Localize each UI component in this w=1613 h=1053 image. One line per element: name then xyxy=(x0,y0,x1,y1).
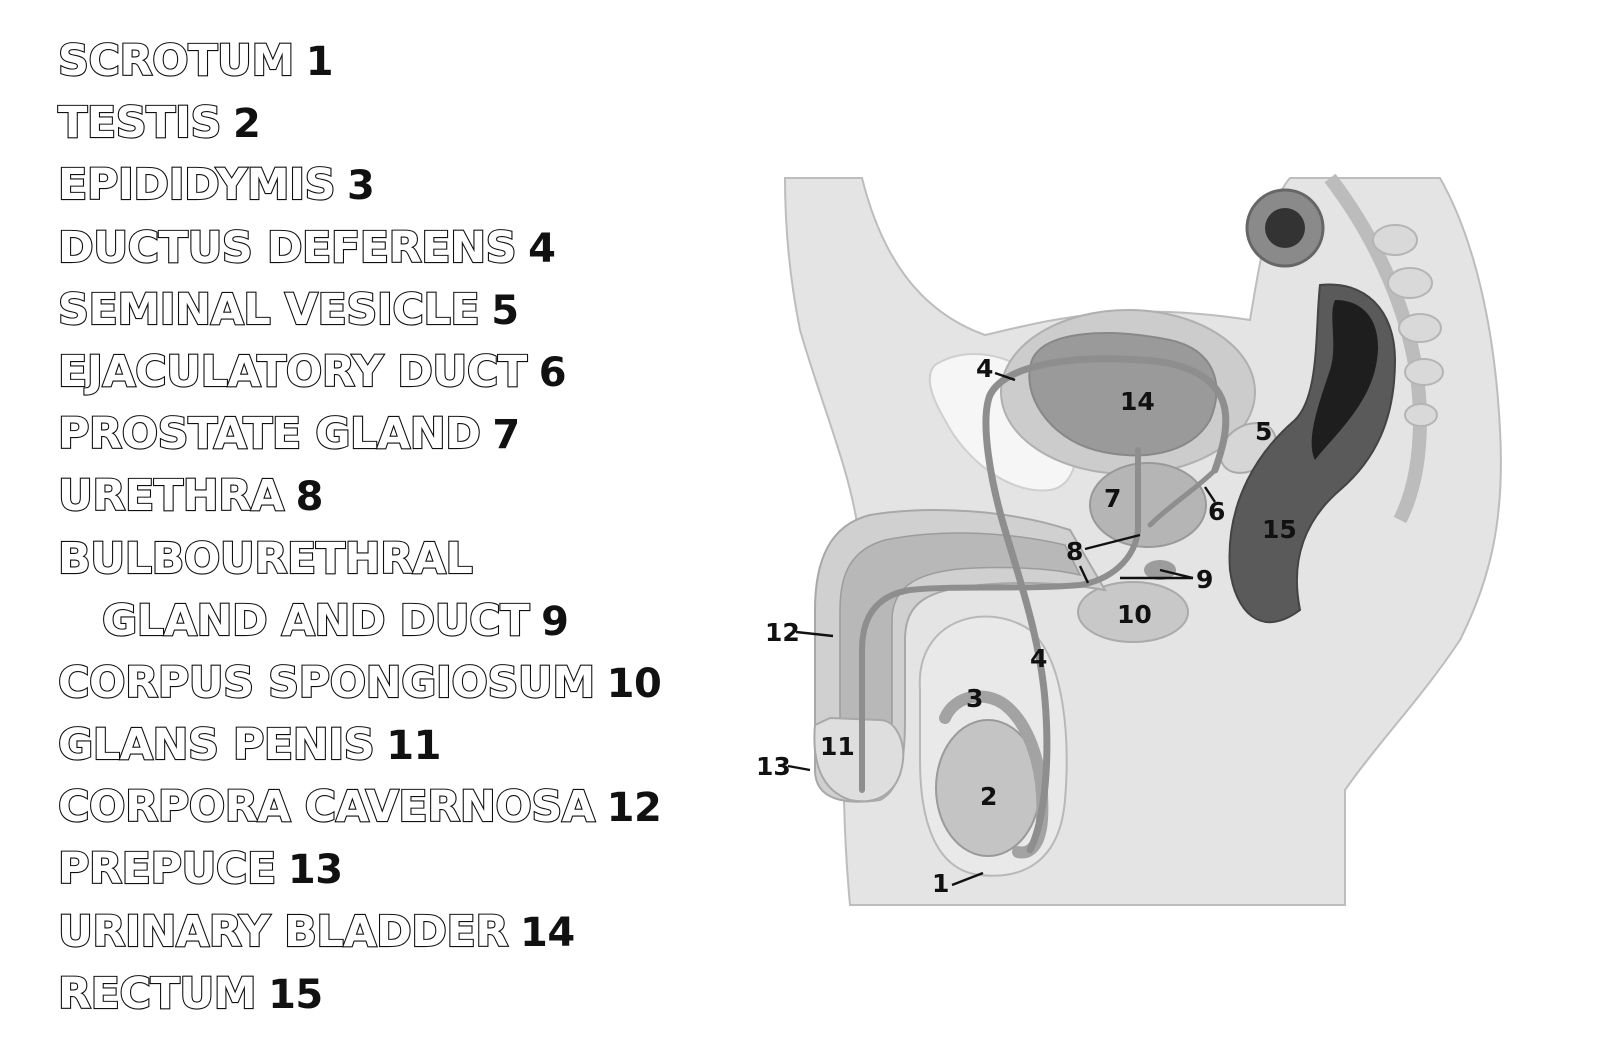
glans-penis xyxy=(813,716,905,803)
legend-term: GLANS PENIS xyxy=(57,719,376,771)
legend-item-bulbourethral: BULBOURETHRAL xyxy=(57,528,718,590)
legend-term: URETHRA xyxy=(57,470,285,522)
colon-lumen xyxy=(1265,208,1305,248)
label-4-upper: 4 xyxy=(976,354,993,383)
legend-term: URINARY BLADDER xyxy=(57,906,510,958)
legend-number: 5 xyxy=(491,287,519,334)
legend-number: 9 xyxy=(541,598,569,645)
leader-line xyxy=(1084,533,1141,551)
label-11: 11 xyxy=(820,732,855,761)
label-2: 2 xyxy=(980,782,997,811)
label-3: 3 xyxy=(966,684,983,713)
leader-line xyxy=(994,371,1016,382)
legend-term: EJACULATORY DUCT xyxy=(57,346,528,398)
legend-number: 10 xyxy=(606,660,662,707)
label-6: 6 xyxy=(1208,497,1225,526)
legend-number: 6 xyxy=(538,349,567,396)
vertebra xyxy=(1372,224,1418,256)
legend-term: PREPUCE xyxy=(57,843,278,895)
vertebra xyxy=(1404,403,1438,427)
label-1: 1 xyxy=(932,869,949,898)
label-5: 5 xyxy=(1255,417,1272,446)
label-7: 7 xyxy=(1104,484,1121,513)
legend-number: 11 xyxy=(386,723,441,770)
rectal-lumen xyxy=(1311,300,1379,460)
legend-term: SCROTUM xyxy=(57,35,295,87)
leader-line xyxy=(787,764,811,772)
label-10: 10 xyxy=(1117,600,1152,629)
anatomy-illustration: 1 2 3 4 4 5 6 7 8 9 10 11 12 13 14 15 xyxy=(756,173,1502,906)
legend-number: 12 xyxy=(606,785,662,832)
reproductive-anatomy-diagram: 1 2 3 4 4 5 6 7 8 9 10 11 12 13 14 15 xyxy=(740,160,1600,960)
leader-line xyxy=(1159,568,1194,580)
legend-term: DUCTUS DEFERENS xyxy=(57,221,518,273)
label-14: 14 xyxy=(1120,387,1155,416)
urethra xyxy=(859,447,1141,793)
legend-number: 8 xyxy=(295,474,324,521)
ejaculatory-duct xyxy=(1147,467,1218,528)
legend-number: 2 xyxy=(232,101,261,148)
label-12: 12 xyxy=(765,618,800,647)
legend-number: 3 xyxy=(347,163,375,210)
label-13: 13 xyxy=(756,752,791,781)
legend-term: RECTUM xyxy=(57,968,258,1020)
legend-term: TESTIS xyxy=(57,97,223,149)
legend-term: EPIDIDYMIS xyxy=(57,159,337,211)
legend-number: 14 xyxy=(519,909,575,956)
legend-number: 13 xyxy=(287,847,343,894)
leader-line xyxy=(795,630,834,638)
legend-term: SEMINAL VESICLE xyxy=(57,284,481,336)
legend-number: 7 xyxy=(492,412,520,459)
legend-number: 15 xyxy=(268,971,323,1018)
label-8: 8 xyxy=(1066,537,1083,566)
legend-term: GLAND AND DUCT xyxy=(101,595,531,647)
legend-number: 4 xyxy=(528,225,556,272)
vertebrae xyxy=(1372,224,1444,427)
legend-term: BULBOURETHRAL xyxy=(57,532,474,584)
legend-number: 1 xyxy=(305,39,334,85)
corpus-spongiosum xyxy=(1077,581,1189,643)
label-9: 9 xyxy=(1196,565,1213,594)
leader-line xyxy=(1078,565,1090,584)
vertebra xyxy=(1398,313,1442,343)
prostate-gland xyxy=(1089,462,1207,548)
vertebra xyxy=(1404,358,1444,386)
label-15: 15 xyxy=(1262,515,1297,544)
leader-line xyxy=(951,871,984,887)
leader-line xyxy=(1204,486,1216,503)
legend-term: CORPORA CAVERNOSA xyxy=(57,781,596,833)
vertebra xyxy=(1387,267,1433,299)
label-4-lower: 4 xyxy=(1030,644,1047,673)
legend-term: PROSTATE GLAND xyxy=(57,408,482,460)
ductus-deferens xyxy=(982,355,1230,854)
legend-term: CORPUS SPONGIOSUM xyxy=(57,657,596,709)
